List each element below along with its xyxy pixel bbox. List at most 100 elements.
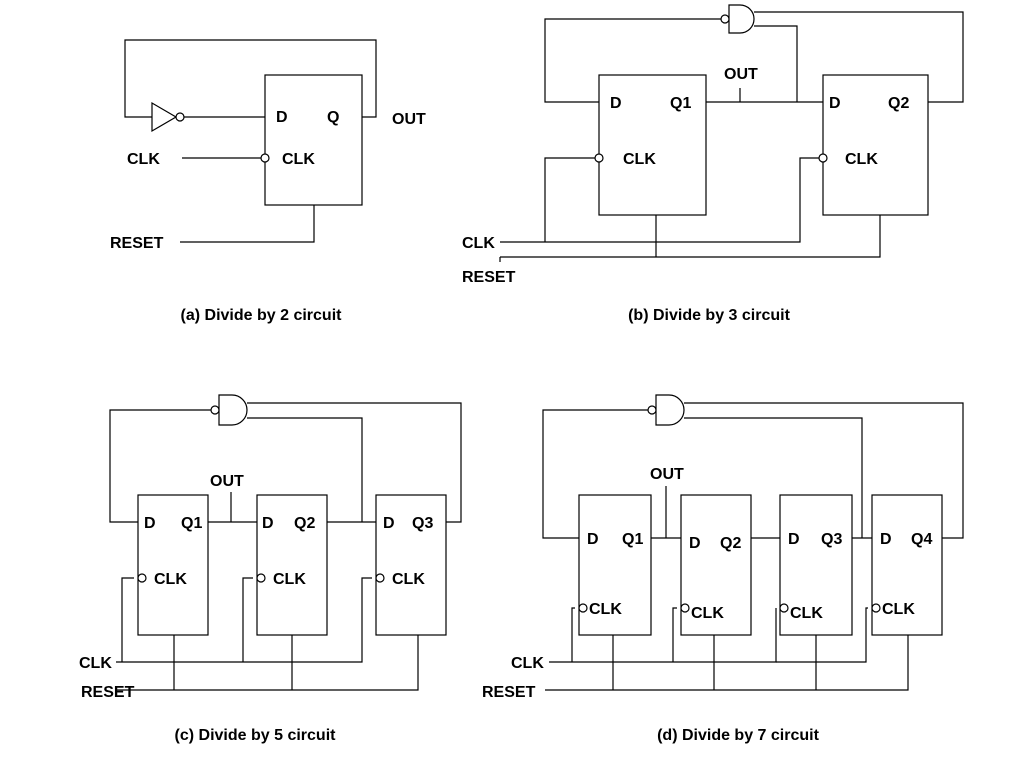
pin-q1-label: Q1	[622, 531, 643, 548]
flip-flop-c2	[256, 494, 328, 636]
clk-input-label: CLK	[511, 655, 544, 672]
inversion-bubble-icon	[175, 112, 185, 122]
pin-clk-label: CLK	[282, 151, 315, 168]
clk-branch-b1	[544, 157, 595, 242]
pin-d-label: D	[276, 109, 288, 126]
caption-c: (c) Divide by 5 circuit	[175, 727, 337, 744]
and-gate-icon	[218, 394, 248, 426]
flip-flop-c1	[137, 494, 209, 636]
pin-q2-label: Q2	[888, 95, 909, 112]
pin-d-label: D	[610, 95, 622, 112]
clk-bubble-icon	[137, 573, 147, 583]
pin-clk-label: CLK	[273, 571, 306, 588]
pin-clk-label: CLK	[790, 605, 823, 622]
pin-q2-label: Q2	[720, 535, 741, 552]
reset-input-label: RESET	[482, 684, 536, 701]
pin-clk-label: CLK	[691, 605, 724, 622]
panel-a-divide-by-2: D Q OUT CLK CLK RESET (a) Divide by 2 ci…	[110, 39, 426, 324]
flip-flop-d3	[779, 494, 853, 636]
gate-input-wire-d1	[684, 417, 863, 538]
clk-bubble-icon	[594, 153, 604, 163]
pin-d-label: D	[689, 535, 701, 552]
clk-bus-b	[500, 157, 819, 243]
clk-branch-d4	[776, 607, 868, 663]
gate-to-d1-wire-b	[544, 18, 721, 103]
pin-d-label: D	[829, 95, 841, 112]
reset-input-label: RESET	[110, 235, 164, 252]
reset-wire-a	[180, 205, 315, 243]
inversion-bubble-icon	[720, 14, 730, 24]
pin-d-label: D	[383, 515, 395, 532]
pin-d-label: D	[262, 515, 274, 532]
clk-bubble-icon	[818, 153, 828, 163]
gate-input-wire-b1	[754, 25, 798, 102]
pin-clk-label: CLK	[845, 151, 878, 168]
clk-bubble-icon	[871, 603, 881, 613]
clk-bubble-icon	[578, 603, 588, 613]
flip-flop-d4	[871, 494, 943, 636]
reset-bus-b	[500, 215, 881, 258]
out-label: OUT	[724, 66, 758, 83]
clk-bubble-icon	[375, 573, 385, 583]
caption-b: (b) Divide by 3 circuit	[628, 307, 790, 324]
gate-input-wire-c2	[247, 402, 462, 523]
panel-d-divide-by-7: D Q1 D Q2 D Q3 D Q4 OUT CLK CLK CLK CLK …	[482, 394, 964, 744]
clk-input-label: CLK	[462, 235, 495, 252]
and-gate-icon	[728, 4, 755, 34]
clk-input-label: CLK	[79, 655, 112, 672]
inversion-bubble-icon	[210, 405, 220, 415]
reset-input-label: RESET	[81, 684, 135, 701]
pin-clk-label: CLK	[392, 571, 425, 588]
gate-input-wire-b2	[754, 11, 964, 103]
feedback-wire-a	[124, 39, 377, 118]
gate-input-wire-d2	[684, 402, 964, 539]
flip-flop-d2	[680, 494, 752, 636]
clk-input-label: CLK	[127, 151, 160, 168]
pin-d-label: D	[788, 531, 800, 548]
clk-branch-c2	[242, 577, 253, 662]
pin-clk-label: CLK	[623, 151, 656, 168]
reset-bus-c	[116, 635, 419, 691]
pin-q-label: Q	[327, 109, 339, 126]
clk-branch-c1	[121, 577, 134, 662]
pin-q1-label: Q1	[181, 515, 202, 532]
out-label: OUT	[650, 466, 684, 483]
clk-bubble-icon	[779, 603, 789, 613]
reset-bus-d	[545, 635, 909, 691]
pin-q3-label: Q3	[821, 531, 842, 548]
pin-d-label: D	[587, 531, 599, 548]
not-gate-icon	[151, 101, 178, 133]
pin-q4-label: Q4	[911, 531, 932, 548]
reset-input-label: RESET	[462, 269, 516, 286]
clk-bubble-icon	[256, 573, 266, 583]
pin-d-label: D	[880, 531, 892, 548]
caption-d: (d) Divide by 7 circuit	[657, 727, 819, 744]
gate-to-d1-wire-d	[542, 409, 648, 539]
pin-q1-label: Q1	[670, 95, 691, 112]
clk-branch-d2	[672, 607, 677, 662]
pin-clk-label: CLK	[154, 571, 187, 588]
inversion-bubble-icon	[647, 405, 657, 415]
flip-flop-b1	[598, 74, 707, 216]
gate-to-d1-wire-c	[109, 409, 211, 523]
clk-bubble-icon	[680, 603, 690, 613]
clk-bubble-icon	[260, 153, 270, 163]
gate-input-wire-c1	[247, 417, 363, 522]
panel-c-divide-by-5: D Q1 D Q2 D Q3 OUT CLK CLK CLK CLK RESET…	[79, 394, 462, 744]
flip-flop-b2	[822, 74, 929, 216]
flip-flop-a1	[264, 74, 363, 206]
flip-flop-d1	[578, 494, 652, 636]
flip-flop-c3	[375, 494, 447, 636]
out-label: OUT	[392, 111, 426, 128]
pin-clk-label: CLK	[882, 601, 915, 618]
pin-q2-label: Q2	[294, 515, 315, 532]
caption-a: (a) Divide by 2 circuit	[181, 307, 343, 324]
pin-clk-label: CLK	[589, 601, 622, 618]
clk-bus-c	[116, 577, 372, 663]
clk-branch-d1	[571, 607, 575, 662]
out-label: OUT	[210, 473, 244, 490]
pin-q3-label: Q3	[412, 515, 433, 532]
panel-b-divide-by-3: D Q1 D Q2 OUT CLK CLK CLK RESET (b) Divi…	[462, 4, 964, 324]
